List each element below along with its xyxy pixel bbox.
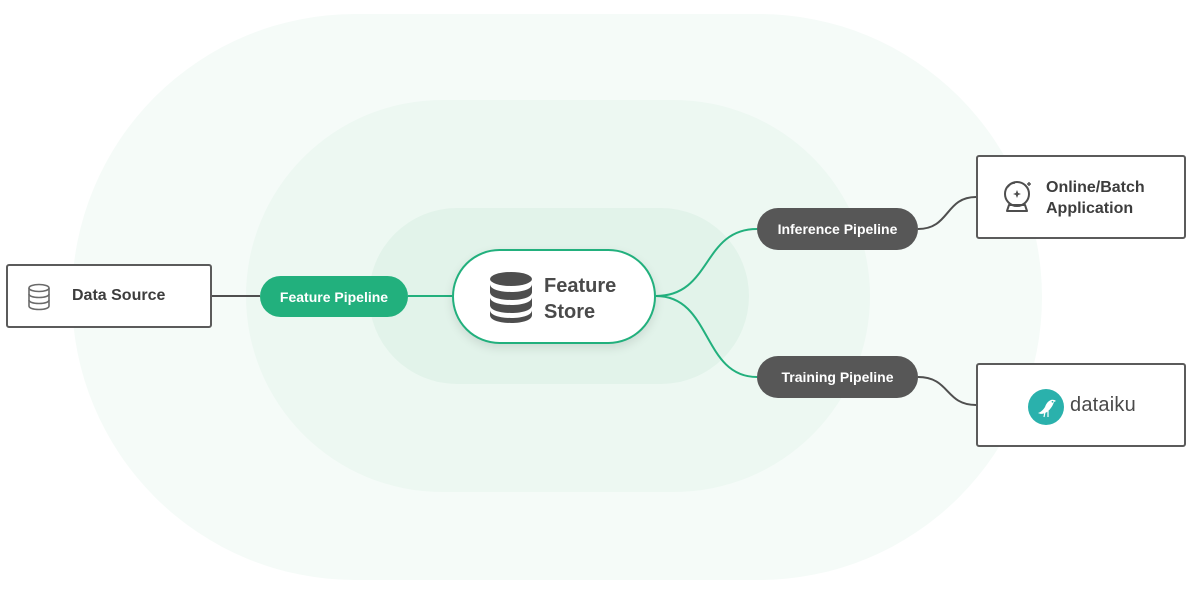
application-label-line1: Online/Batch <box>1046 179 1145 196</box>
crystal-ball-icon <box>1004 181 1031 212</box>
inference-pipeline-pill[interactable]: Inference Pipeline <box>757 208 918 250</box>
dataiku-node[interactable]: dataiku <box>976 363 1186 447</box>
feature-store-label-line1: Feature <box>544 275 617 297</box>
dataiku-bird-logo <box>1028 389 1064 425</box>
data-source-label: Data Source <box>72 287 166 304</box>
connector-store-to-inference <box>655 228 758 297</box>
application-label: Online/Batch Application <box>1046 177 1145 219</box>
feature-pipeline-pill[interactable]: Feature Pipeline <box>260 276 408 317</box>
application-node[interactable]: Online/Batch Application <box>976 155 1186 239</box>
feature-store-label-line2: Store <box>544 301 596 323</box>
dataiku-wordmark: dataiku <box>1070 393 1136 416</box>
database-icon <box>28 283 50 311</box>
feature-store-label: Feature Store <box>544 273 616 325</box>
database-icon <box>490 272 532 323</box>
connector-inference-to-application <box>917 196 977 230</box>
data-source-node[interactable]: Data Source <box>6 264 212 328</box>
feature-store-node[interactable]: Feature Store <box>452 249 656 344</box>
training-pipeline-pill[interactable]: Training Pipeline <box>757 356 918 398</box>
connector-store-to-training <box>655 295 758 378</box>
connector-training-to-dataiku <box>917 376 977 406</box>
application-label-line2: Application <box>1046 200 1134 217</box>
